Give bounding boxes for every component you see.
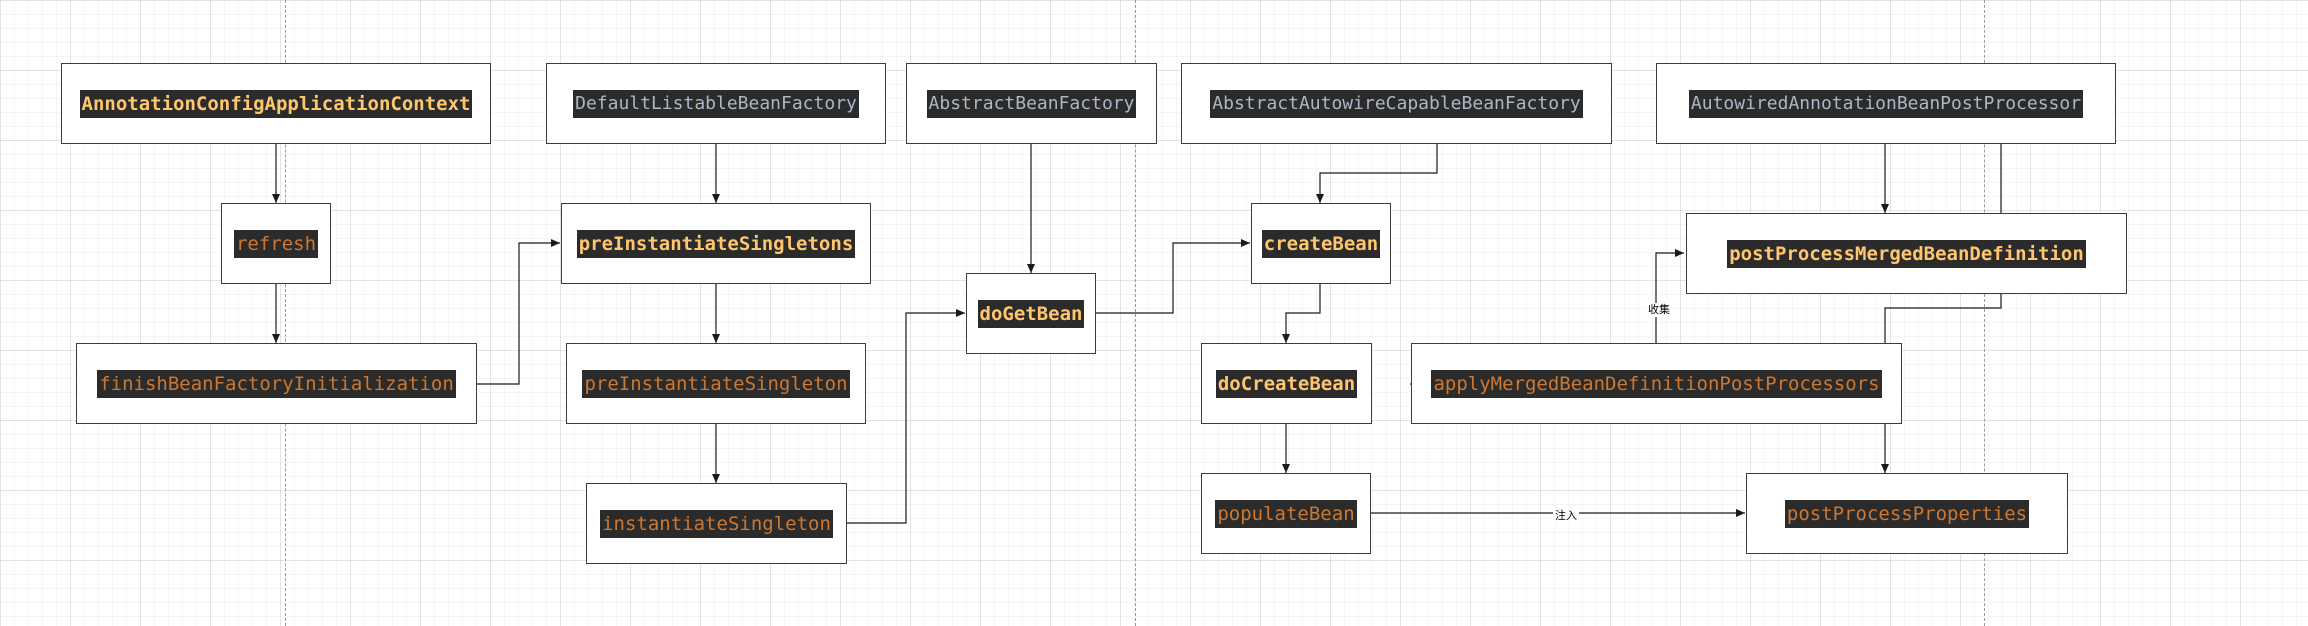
- node-label: AnnotationConfigApplicationContext: [79, 89, 473, 118]
- node-finish-bean-factory-initialization[interactable]: finishBeanFactoryInitialization: [76, 343, 477, 424]
- edge-createbean-to-docreatebean: [1282, 284, 1321, 343]
- edge-applymerged-to-postprocessmerged: [1655, 249, 1684, 343]
- node-populate-bean[interactable]: populateBean: [1201, 473, 1371, 554]
- node-autowired-annotation-bean-post-processor[interactable]: AutowiredAnnotationBeanPostProcessor: [1656, 63, 2116, 144]
- node-label: doCreateBean: [1215, 369, 1358, 398]
- node-label: refresh: [233, 229, 319, 258]
- page-break-line: [1984, 0, 1985, 626]
- node-create-bean[interactable]: createBean: [1251, 203, 1391, 284]
- node-abstract-bean-factory[interactable]: AbstractBeanFactory: [906, 63, 1157, 144]
- edge-finish-to-preinstantiatesingletons: [477, 239, 560, 385]
- node-refresh[interactable]: refresh: [221, 203, 331, 284]
- edge-label-inject: 注入: [1553, 509, 1579, 523]
- node-post-process-properties[interactable]: postProcessProperties: [1746, 473, 2068, 554]
- node-post-process-merged-bean-definition[interactable]: postProcessMergedBeanDefinition: [1686, 213, 2127, 294]
- edge-dogetbean-to-createbean: [1096, 239, 1250, 314]
- node-label: preInstantiateSingletons: [576, 229, 856, 258]
- node-label: postProcessMergedBeanDefinition: [1727, 239, 2086, 268]
- node-label: createBean: [1261, 229, 1381, 258]
- node-label: doGetBean: [977, 299, 1085, 328]
- node-label: postProcessProperties: [1784, 499, 2030, 528]
- node-pre-instantiate-singleton[interactable]: preInstantiateSingleton: [566, 343, 866, 424]
- node-label: AbstractBeanFactory: [926, 89, 1137, 118]
- edge-label-collect: 收集: [1646, 303, 1672, 317]
- node-label: populateBean: [1215, 499, 1357, 528]
- node-label: AbstractAutowireCapableBeanFactory: [1210, 89, 1583, 118]
- node-label: finishBeanFactoryInitialization: [97, 369, 456, 398]
- node-label: instantiateSingleton: [600, 509, 833, 538]
- edge-autowirecapable-to-createbean: [1316, 144, 1438, 203]
- node-do-create-bean[interactable]: doCreateBean: [1201, 343, 1372, 424]
- node-label: AutowiredAnnotationBeanPostProcessor: [1688, 89, 2084, 118]
- node-annotation-config-application-context[interactable]: AnnotationConfigApplicationContext: [61, 63, 491, 144]
- page-break-line: [285, 0, 286, 626]
- node-pre-instantiate-singletons[interactable]: preInstantiateSingletons: [561, 203, 871, 284]
- node-apply-merged-bean-definition-post-processors[interactable]: applyMergedBeanDefinitionPostProcessors: [1411, 343, 1902, 424]
- node-instantiate-singleton[interactable]: instantiateSingleton: [586, 483, 847, 564]
- edge-postprocessmerged-to-postprocessproperties: [1881, 144, 2002, 473]
- edge-instantiatesingleton-to-dogetbean: [847, 309, 965, 524]
- node-default-listable-bean-factory[interactable]: DefaultListableBeanFactory: [546, 63, 886, 144]
- node-label: applyMergedBeanDefinitionPostProcessors: [1431, 369, 1882, 398]
- node-do-get-bean[interactable]: doGetBean: [966, 273, 1096, 354]
- node-label: DefaultListableBeanFactory: [573, 89, 859, 118]
- node-label: preInstantiateSingleton: [582, 369, 850, 398]
- node-abstract-autowire-capable-bean-factory[interactable]: AbstractAutowireCapableBeanFactory: [1181, 63, 1612, 144]
